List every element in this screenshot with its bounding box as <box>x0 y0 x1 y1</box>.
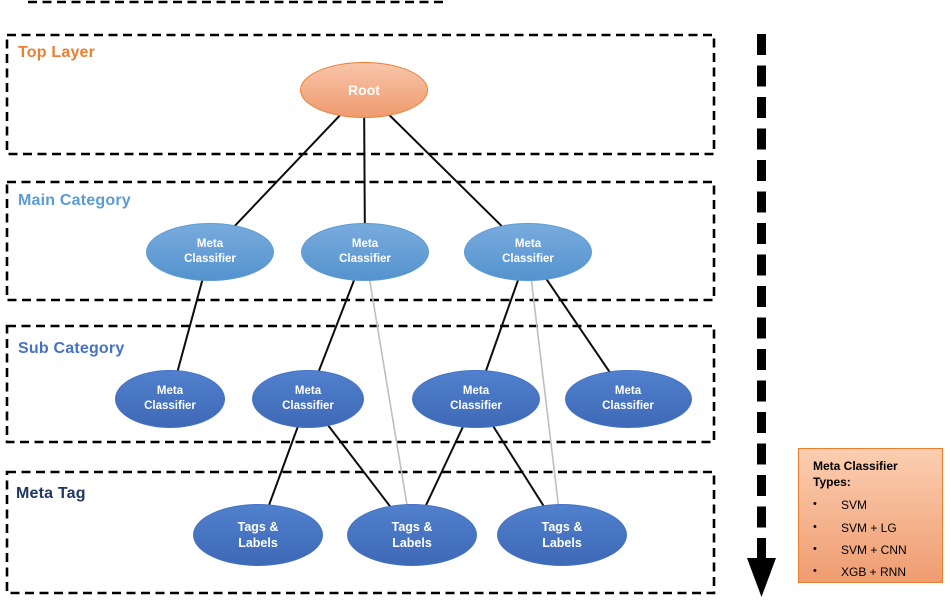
legend-item: • SVM <box>813 494 938 516</box>
legend-item: • XGB + RNN <box>813 561 938 583</box>
node-main-2: Meta Classifier <box>301 223 429 281</box>
node-main-3: Meta Classifier <box>464 223 592 281</box>
node-sub-3: Meta Classifier <box>412 370 540 428</box>
node-root: Root <box>300 62 428 118</box>
node-sub-2: Meta Classifier <box>252 370 364 428</box>
top-layer-box <box>5 33 716 156</box>
node-main-1: Meta Classifier <box>146 223 274 281</box>
legend-item-label: XGB + RNN <box>841 564 907 579</box>
meta-tag-title: Meta Tag <box>16 485 86 502</box>
node-tag-2: Tags & Labels <box>347 504 477 566</box>
main-category-box <box>5 180 716 302</box>
node-sub-4: Meta Classifier <box>564 370 692 428</box>
legend-item: • SVM + CNN <box>813 539 938 561</box>
node-label: Meta Classifier <box>450 384 502 412</box>
legend-list: • SVM • SVM + LG • SVM + CNN • XGB + RNN <box>813 494 938 583</box>
edge-main-2-to-tag-2 <box>364 251 413 536</box>
flow-arrow-head-icon <box>747 558 776 597</box>
bullet-icon: • <box>813 542 817 555</box>
node-tag-3: Tags & Labels <box>497 504 627 566</box>
meta-classifier-types-legend: Meta Classifier Types: • SVM • SVM + LG … <box>798 448 943 583</box>
top-layer-title: Top Layer <box>18 44 96 61</box>
node-label: Meta Classifier <box>602 384 654 412</box>
node-label: Meta Classifier <box>502 237 554 265</box>
sub-category-title: Sub Category <box>18 340 125 357</box>
node-label: Root <box>348 81 380 98</box>
node-label: Meta Classifier <box>282 384 334 412</box>
edge-main-3-to-tag-3 <box>527 251 563 536</box>
sub-category-box <box>5 324 716 444</box>
node-sub-1: Meta Classifier <box>115 370 225 428</box>
node-label: Tags & Labels <box>391 519 433 551</box>
bullet-icon: • <box>813 520 817 533</box>
node-tag-1: Tags & Labels <box>193 504 323 566</box>
legend-item-label: SVM + LG <box>841 520 897 535</box>
main-category-title: Main Category <box>18 192 131 209</box>
meta-tag-box <box>5 470 716 595</box>
node-label: Tags & Labels <box>237 519 279 551</box>
legend-item-label: SVM <box>841 498 868 513</box>
legend-item: • SVM + LG <box>813 517 938 539</box>
legend-title: Meta Classifier Types: <box>813 459 898 490</box>
bullet-icon: • <box>813 498 817 511</box>
node-label: Meta Classifier <box>144 384 196 412</box>
node-label: Meta Classifier <box>184 237 236 265</box>
legend-item-label: SVM + CNN <box>841 542 907 557</box>
node-label: Meta Classifier <box>339 237 391 265</box>
node-label: Tags & Labels <box>541 519 583 551</box>
bullet-icon: • <box>813 564 817 577</box>
